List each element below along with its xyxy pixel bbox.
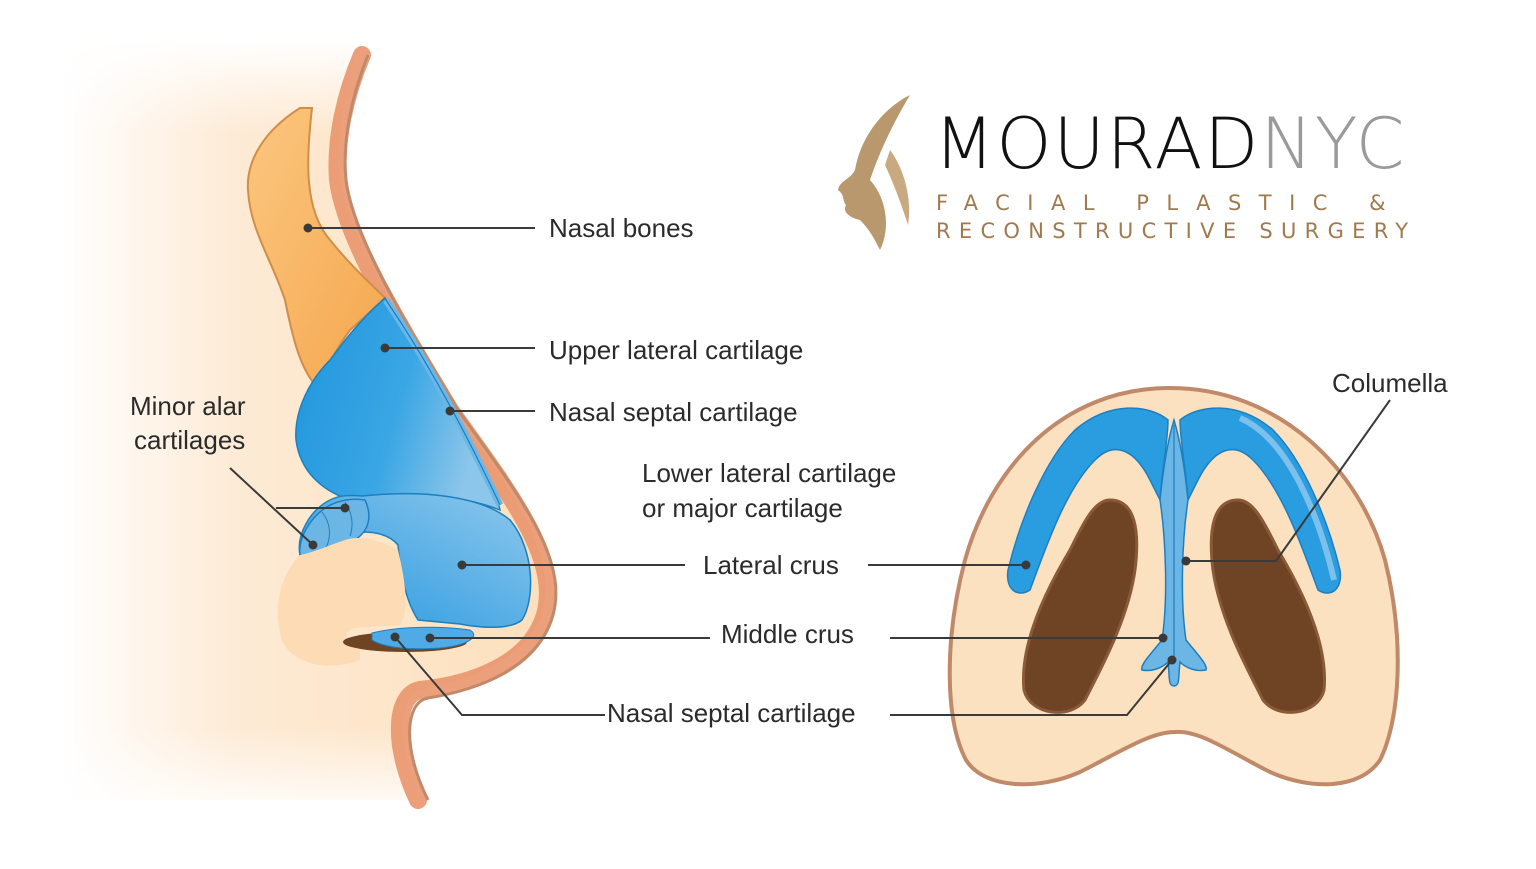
label-nasal-septal-cartilage-bottom: Nasal septal cartilage xyxy=(607,698,856,728)
nostril-right xyxy=(1209,498,1327,714)
label-middle-crus: Middle crus xyxy=(721,619,854,649)
label-lower-lateral-line1: Lower lateral cartilage xyxy=(642,458,897,488)
nose-profile-outline xyxy=(328,46,557,809)
lateral-crus-left xyxy=(1006,407,1169,594)
leader-dots xyxy=(303,223,1191,665)
label-minor-alar-line2: cartilages xyxy=(134,425,246,455)
label-lateral-crus: Lateral crus xyxy=(703,550,839,580)
label-columella: Columella xyxy=(1332,368,1448,398)
brand-name-secondary: NYC xyxy=(1260,103,1407,185)
middle-crus-shape xyxy=(371,626,475,650)
side-view xyxy=(0,40,600,820)
label-upper-lateral-cartilage: Upper lateral cartilage xyxy=(549,335,804,365)
brand-tagline-line1: FACIAL PLASTIC & xyxy=(936,191,1404,215)
label-lower-lateral-line2: or major cartilage xyxy=(642,493,843,523)
brand-wordmark: MOURADNYC xyxy=(934,104,1407,184)
label-nasal-septal-cartilage: Nasal septal cartilage xyxy=(549,397,798,427)
base-view xyxy=(947,385,1400,787)
brand-tagline-line2: RECONSTRUCTIVE SURGERY xyxy=(936,219,1417,243)
label-minor-alar-line1: Minor alar xyxy=(130,391,246,421)
nostril-left xyxy=(1021,498,1139,714)
logo-face-icon xyxy=(838,95,910,250)
leader-lines xyxy=(229,227,1391,716)
label-nasal-bones: Nasal bones xyxy=(549,213,694,243)
brand-name-primary: MOURAD xyxy=(934,103,1261,185)
ala-skin xyxy=(277,538,406,666)
